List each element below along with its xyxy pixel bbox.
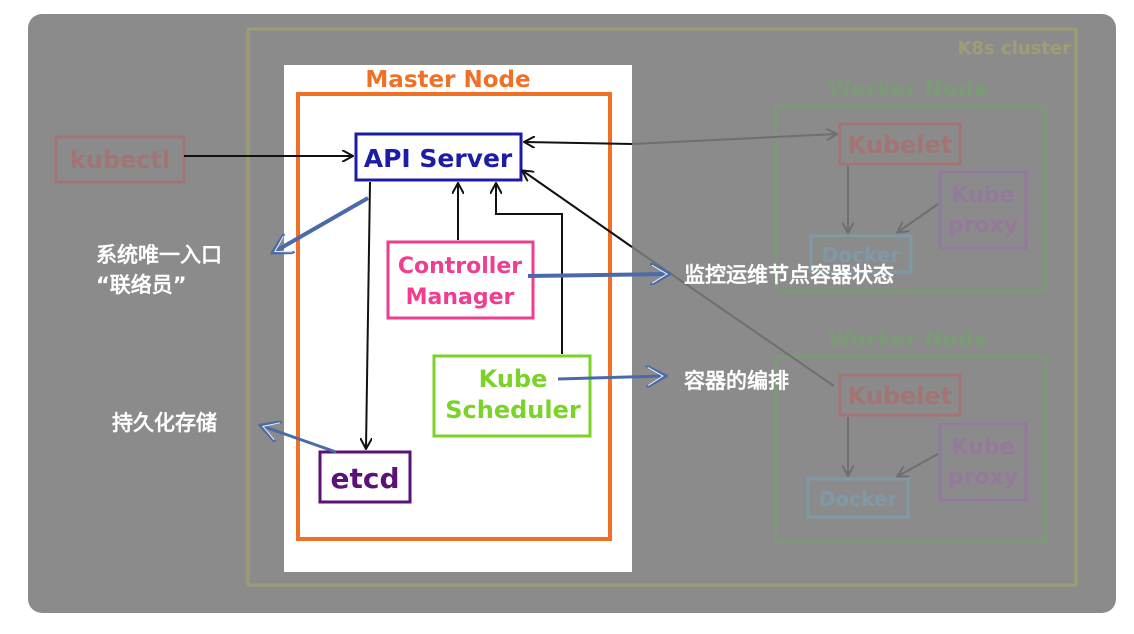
etcd-label: etcd: [330, 462, 399, 495]
k8s-architecture-diagram: K8s cluster kubectl Worker Node Kubelet …: [54, 27, 1078, 587]
kube-scheduler-box: [432, 354, 592, 438]
kubectl-box: [54, 135, 186, 184]
controller-annotation: 监控运维节点容器状态: [684, 263, 894, 287]
scheduler-annotation-arrow: [557, 376, 664, 379]
worker-2-kube-proxy-box: [938, 422, 1028, 502]
worker-2-docker-label: Docker: [819, 487, 898, 511]
api-server-annotation-line2: “联络员”: [96, 273, 187, 297]
worker-2-kube-proxy-line2: proxy: [948, 465, 1018, 490]
etcd-annotation-arrow: [262, 426, 337, 454]
kubectl-label: kubectl: [70, 146, 170, 174]
api-server-to-worker-arrow-faint: [631, 134, 836, 145]
worker-node-2-box: [774, 355, 1048, 544]
api-server-to-etcd-arrow: [366, 181, 370, 448]
controller-manager-line2: Manager: [406, 285, 515, 310]
controller-manager-line1: Controller: [398, 254, 522, 279]
cluster-label: K8s cluster: [957, 38, 1071, 59]
controller-annotation-arrow: [527, 274, 668, 276]
worker-1-kube-proxy-box: [938, 170, 1028, 250]
api-server-label: API Server: [364, 144, 513, 173]
worker-1-docker-box: [809, 234, 913, 274]
diagram-frame: K8s cluster kubectl Worker Node Kubelet …: [28, 14, 1116, 613]
worker-1-kube-proxy-line2: proxy: [948, 213, 1018, 238]
worker-1-docker-label: Docker: [822, 243, 901, 267]
worker-1-kubelet-box: [838, 122, 962, 166]
scheduler-to-api-server-arrow: [496, 184, 563, 354]
cluster-box: [246, 27, 1078, 587]
api-server-to-worker-arrow: [525, 142, 633, 144]
api-server-box: [354, 132, 523, 182]
worker-2-kubelet-label: Kubelet: [848, 382, 953, 410]
controller-manager-box: [386, 240, 535, 320]
worker-1-kubelet-label: Kubelet: [848, 131, 953, 159]
worker-1-proxy-to-docker-arrow: [898, 203, 939, 232]
etcd-annotation: 持久化存储: [112, 411, 217, 435]
master-node-box: [296, 92, 612, 541]
master-node-title: Master Node: [365, 67, 530, 93]
kube-scheduler-line2: Scheduler: [445, 396, 581, 424]
api-server-annotation-arrow: [274, 196, 369, 252]
worker-2-proxy-to-docker-arrow: [898, 453, 939, 476]
scheduler-annotation: 容器的编排: [684, 369, 789, 393]
worker-2-kube-proxy-line1: Kube: [952, 435, 1015, 460]
worker-node-2-title: Worker Node: [827, 328, 988, 353]
kube-scheduler-line1: Kube: [479, 365, 548, 393]
api-server-annotation-line1: 系统唯一入口: [96, 243, 222, 267]
worker-2-docker-box: [806, 477, 910, 519]
worker-2-kubelet-box: [838, 373, 962, 417]
worker-1-kube-proxy-line1: Kube: [952, 183, 1015, 208]
worker-node-1-box: [774, 104, 1048, 293]
worker-node-1-title: Worker Node: [827, 77, 988, 102]
etcd-box: [318, 450, 412, 504]
worker2-to-api-server-arrow: [523, 171, 633, 248]
